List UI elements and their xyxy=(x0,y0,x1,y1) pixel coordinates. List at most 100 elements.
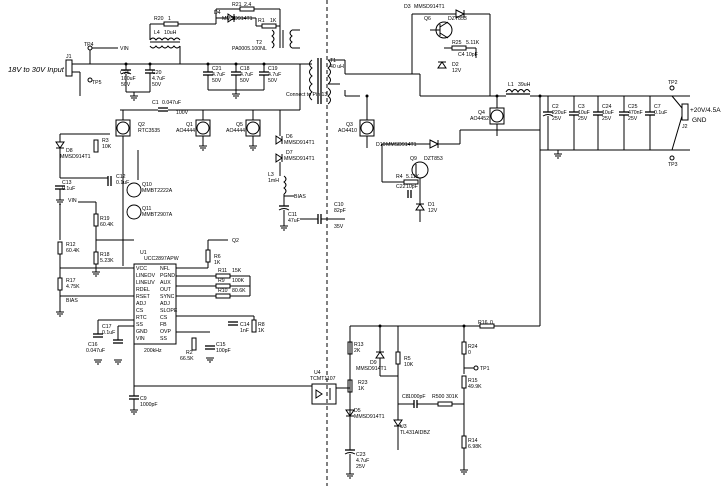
svg-text:L4: L4 xyxy=(154,30,160,36)
zener-d2 xyxy=(437,61,447,69)
svg-text:4.7uF: 4.7uF xyxy=(152,76,165,82)
svg-text:40 uH: 40 uH xyxy=(330,64,344,70)
svg-text:1: 1 xyxy=(168,16,171,22)
svg-text:12V: 12V xyxy=(452,68,462,74)
svg-text:50V: 50V xyxy=(240,78,250,84)
svg-text:U3: U3 xyxy=(400,424,407,430)
svg-text:100K: 100K xyxy=(232,278,245,284)
svg-text:TP3: TP3 xyxy=(668,162,678,168)
svg-text:DZT853: DZT853 xyxy=(424,156,443,162)
resistor-r18 xyxy=(93,251,99,265)
resistor-r2 xyxy=(191,337,197,351)
u1-bias-label: Q2 xyxy=(232,238,239,244)
svg-text:C16: C16 xyxy=(88,342,98,348)
svg-text:35V: 35V xyxy=(334,224,344,230)
svg-text:AO4410: AO4410 xyxy=(338,128,357,134)
svg-text:R19: R19 xyxy=(100,216,110,222)
zener-d1 xyxy=(415,203,425,211)
svg-text:4.75K: 4.75K xyxy=(66,284,80,290)
svg-text:82pF: 82pF xyxy=(334,208,346,214)
svg-text:D10: D10 xyxy=(376,142,386,148)
u1-pin-label: SS xyxy=(160,336,167,342)
u1-pin-label: SYNC xyxy=(160,294,175,300)
svg-text:50V: 50V xyxy=(152,82,162,88)
svg-text:6.98K: 6.98K xyxy=(468,444,482,450)
svg-text:D7: D7 xyxy=(286,150,293,156)
svg-text:1K: 1K xyxy=(358,386,365,392)
diode-d6 xyxy=(275,135,283,145)
svg-text:BIAS: BIAS xyxy=(66,298,78,304)
svg-text:C22: C22 xyxy=(396,184,406,190)
svg-text:C25: C25 xyxy=(628,104,638,110)
svg-text:C19: C19 xyxy=(268,66,278,72)
svg-text:470nF: 470nF xyxy=(628,110,643,116)
svg-text:4.7uF: 4.7uF xyxy=(212,72,225,78)
u1-pin-label: LINEOV xyxy=(136,273,156,279)
connector-j1 xyxy=(65,59,73,77)
capacitor-c21: C21 4.7uF 50V xyxy=(203,64,225,90)
svg-text:R9: R9 xyxy=(218,278,225,284)
mosfet-q1: Q1 AO4444 xyxy=(176,119,211,137)
resistor-r10 xyxy=(215,293,231,299)
mosfet-q5: Q5 AO4444 xyxy=(226,119,261,137)
svg-text:R1: R1 xyxy=(258,18,265,24)
svg-text:UCC2897APW: UCC2897APW xyxy=(144,256,179,262)
svg-text:C14: C14 xyxy=(240,322,250,328)
c26-label: C26 xyxy=(120,70,130,76)
svg-text:R3: R3 xyxy=(102,138,109,144)
svg-text:AO4444: AO4444 xyxy=(226,128,245,134)
output-gnd-label: GND xyxy=(692,117,707,124)
svg-text:Q3: Q3 xyxy=(346,122,353,128)
svg-text:D1: D1 xyxy=(428,202,435,208)
svg-text:D2: D2 xyxy=(452,62,459,68)
svg-text:10pF: 10pF xyxy=(406,184,418,190)
input-label: 18V to 30V Input xyxy=(8,65,65,74)
svg-text:C3: C3 xyxy=(578,104,585,110)
u1-pin-label: LINEUV xyxy=(136,280,155,286)
svg-text:C4: C4 xyxy=(458,52,465,58)
u1-pin-label: VCC xyxy=(136,266,147,272)
svg-text:R13: R13 xyxy=(354,342,364,348)
svg-text:R18: R18 xyxy=(100,252,110,258)
svg-text:1K: 1K xyxy=(258,328,265,334)
svg-text:C7: C7 xyxy=(654,104,661,110)
u1-pin-label: FB xyxy=(160,322,167,328)
svg-text:R6: R6 xyxy=(214,254,221,260)
svg-text:DZT853: DZT853 xyxy=(448,16,467,22)
svg-text:T2: T2 xyxy=(256,40,262,46)
svg-text:MMSD914T1: MMSD914T1 xyxy=(284,140,315,146)
svg-text:R2: R2 xyxy=(186,350,193,356)
svg-text:C20: C20 xyxy=(152,70,162,76)
svg-text:Q1: Q1 xyxy=(186,122,193,128)
svg-text:MMSD914T1: MMSD914T1 xyxy=(354,414,385,420)
u1-pin-label: RDEL xyxy=(136,287,150,293)
ground-symbol xyxy=(130,92,138,101)
svg-text:R8: R8 xyxy=(258,322,265,328)
svg-text:39uH: 39uH xyxy=(518,82,531,88)
svg-text:100pF: 100pF xyxy=(216,348,231,354)
tp5-point xyxy=(87,77,93,83)
svg-text:Q5: Q5 xyxy=(236,122,243,128)
svg-text:D8: D8 xyxy=(66,148,73,154)
u1-pin-label: OUT xyxy=(160,287,172,293)
svg-text:R12: R12 xyxy=(66,242,76,248)
inductor-l4 xyxy=(149,37,181,41)
svg-text:MMBT2222A: MMBT2222A xyxy=(142,188,173,194)
resistor-r17 xyxy=(57,277,63,291)
svg-text:0.047uF: 0.047uF xyxy=(162,100,181,106)
resistor-r500 xyxy=(437,401,453,407)
svg-text:D6: D6 xyxy=(286,134,293,140)
svg-text:10uH: 10uH xyxy=(164,30,177,36)
svg-text:10pF: 10pF xyxy=(466,52,478,58)
diode-d8 xyxy=(55,141,65,149)
svg-text:D4: D4 xyxy=(214,10,221,16)
output-voltage-label: +20V/4.5A xyxy=(690,107,721,114)
svg-text:2K: 2K xyxy=(354,348,361,354)
diode-d10 xyxy=(429,139,440,149)
svg-text:1mH: 1mH xyxy=(268,178,279,184)
svg-text:25V: 25V xyxy=(602,116,612,122)
transistor-q11 xyxy=(126,204,142,220)
u1-pin-label: ADJ xyxy=(160,301,170,307)
svg-text:R14: R14 xyxy=(468,438,478,444)
svg-text:1K: 1K xyxy=(270,18,277,24)
